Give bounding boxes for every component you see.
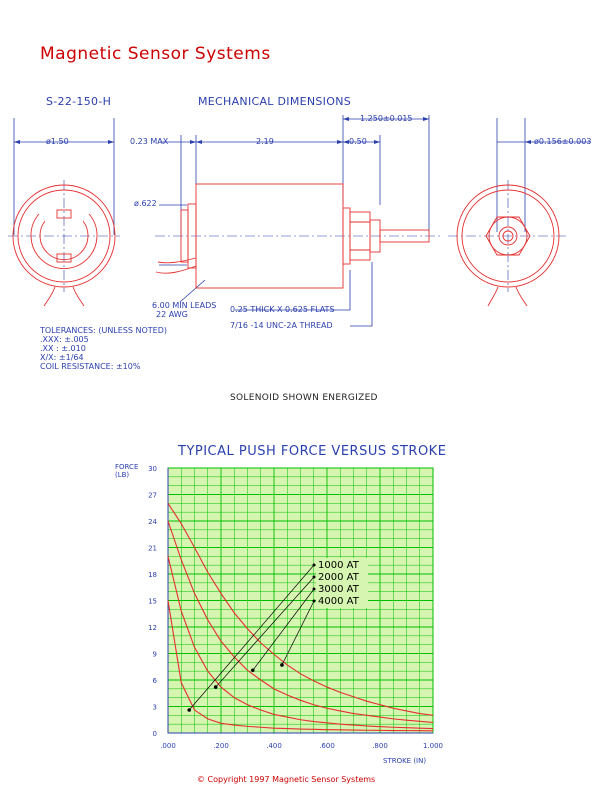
legend-anchor [312, 587, 316, 591]
series-line [167, 600, 434, 732]
y-axis-label: FORCE (LB) [115, 463, 138, 479]
y-tick-label: 21 [148, 545, 157, 553]
legend-pointer [187, 708, 191, 712]
y-tick-label: 27 [148, 492, 157, 500]
section-title: MECHANICAL DIMENSIONS [198, 95, 352, 108]
side-view [155, 183, 430, 289]
body-length-label: 2.19 [256, 137, 274, 146]
awg-label: 22 AWG [156, 310, 188, 319]
lead-out-label: 0.23 MAX [130, 137, 169, 146]
legend-entry: 3000 AT [318, 584, 360, 595]
plunger-diameter-label: ø0.156±0.003 [534, 137, 592, 146]
body-diameter-label: ø1.50 [46, 137, 69, 146]
legend-background [316, 558, 368, 608]
legend-leader [281, 600, 315, 666]
company-title: Magnetic Sensor Systems [40, 44, 271, 64]
tolerance-title: TOLERANCES: (UNLESS NOTED) [40, 326, 168, 335]
x-tick-label: .800 [372, 742, 388, 750]
y-tick-label: 18 [148, 571, 157, 579]
legend-entry: 4000 AT [318, 596, 360, 607]
chart-title: TYPICAL PUSH FORCE VERSUS STROKE [178, 444, 447, 459]
y-tick-label: 24 [148, 518, 157, 526]
x-axis-label: STROKE (IN) [383, 757, 427, 765]
energized-note: SOLENOID SHOWN ENERGIZED [230, 393, 378, 403]
tolerances-block: TOLERANCES: (UNLESS NOTED) .XXX: ±.005 .… [40, 326, 167, 371]
x-tick-label: .600 [319, 742, 335, 750]
tolerance-fraction: X/X: ±1/64 [40, 353, 84, 362]
legend-anchor [312, 599, 316, 603]
mechanical-drawing [8, 115, 590, 327]
y-tick-label: 3 [153, 704, 157, 712]
boss-diameter-label: ø.622 [134, 199, 157, 208]
legend-anchor [312, 563, 316, 567]
y-axis-label-line2: (LB) [115, 471, 130, 479]
y-tick-label: 0 [153, 730, 157, 738]
legend-entry: 1000 AT [318, 560, 360, 571]
legend-leader [252, 588, 315, 671]
end-view-left [12, 184, 116, 307]
legend-pointer [251, 668, 255, 673]
legend-anchor [312, 575, 316, 579]
flat-length-label: 0.50 [349, 137, 367, 146]
copyright-footer: © Copyright 1997 Magnetic Sensor Systems [197, 775, 376, 784]
end-view-right [456, 184, 560, 307]
series-line [167, 520, 434, 723]
legend-entry: 2000 AT [318, 572, 360, 583]
y-tick-label: 12 [148, 624, 157, 632]
thread-label: 7/16 -14 UNC-2A THREAD [230, 321, 333, 330]
tolerance-xxx: .XXX: ±.005 [40, 335, 89, 344]
y-tick-label: 30 [148, 465, 157, 473]
legend-leader [215, 576, 315, 688]
x-tick-label: .000 [160, 742, 176, 750]
legend-pointer [280, 663, 284, 667]
x-tick-label: 1.000 [423, 742, 443, 750]
legend-pointer [213, 685, 218, 689]
x-tick-label: .400 [266, 742, 282, 750]
series-line [167, 503, 434, 716]
series-line [167, 556, 434, 730]
tolerance-xx: .XX : ±.010 [40, 344, 86, 353]
y-tick-label: 9 [153, 651, 157, 659]
x-tick-label: .200 [213, 742, 229, 750]
y-axis-label-line1: FORCE [115, 463, 139, 471]
flats-label: 0.25 THICK X 0.625 FLATS [230, 305, 335, 314]
tolerance-coil: COIL RESISTANCE: ±10% [40, 362, 141, 371]
leads-label: 6.00 MIN LEADS [152, 301, 217, 310]
plunger-extension-label: 1.250±0.015 [360, 114, 413, 123]
part-number: S-22-150-H [46, 95, 112, 108]
legend-leader [188, 564, 315, 711]
y-tick-label: 15 [148, 598, 157, 606]
y-tick-label: 6 [153, 677, 158, 685]
